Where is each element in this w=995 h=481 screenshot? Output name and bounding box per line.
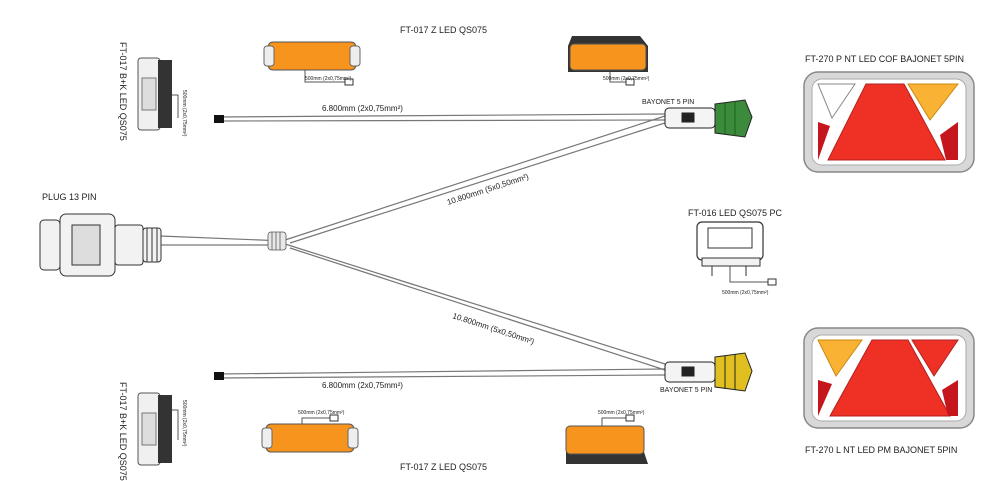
label-plate-lamp: FT-016 LED QS075 PC [688, 208, 783, 218]
bayonet-connector-top [664, 99, 753, 138]
label-lead-bottom-left: 500mm (2x0,75mm²) [298, 410, 345, 416]
label-bayonet-bottom: BAYONET 5 PIN [660, 387, 712, 394]
label-top-marker: FT-017 Z LED QS075 [400, 25, 487, 35]
rear-lamp-bottom [803, 327, 975, 429]
marker-lamp-top-left [263, 41, 361, 86]
side-marker-left-top [137, 57, 179, 131]
marker-lamp-bottom-right [565, 414, 648, 464]
label-bayonet-top: BAYONET 5 PIN [642, 99, 694, 106]
plate-lamp [696, 221, 777, 286]
label-cable-branch-bottom: 10.800mm (5x0,50mm²) [451, 311, 535, 346]
label-lead-top-left: 500mm (2x0,75mm²) [305, 76, 352, 82]
marker-lamp-bottom-left [261, 414, 359, 453]
rear-lamp-top [803, 71, 975, 173]
side-marker-left-bottom [137, 392, 179, 466]
marker-lamp-top-right [568, 36, 648, 86]
label-plug: PLUG 13 PIN [42, 192, 97, 202]
label-bottom-marker: FT-017 Z LED QS075 [400, 462, 487, 472]
cables [159, 113, 669, 379]
label-rear-lamp-bottom: FT-270 L NT LED PM BAJONET 5PIN [805, 445, 957, 455]
label-rear-lamp-top: FT-270 P NT LED COF BAJONET 5PIN [805, 54, 964, 64]
label-lead-bottom-right: 500mm (2x0,75mm²) [598, 410, 645, 416]
label-cable-bottom: 6.800mm (2x0,75mm²) [322, 381, 403, 390]
cable-end-top [214, 115, 224, 123]
label-lead-left-top: 500mm (2x0,75mm²) [181, 90, 187, 137]
label-left-top-marker: FT-017 B+K LED QS075 [118, 42, 128, 141]
trunk-sleeve [267, 231, 287, 251]
label-lead-plate: 500mm (2x0,75mm²) [722, 290, 769, 296]
bayonet-connector-bottom [664, 352, 753, 392]
label-lead-top-right: 500mm (2x0,75mm²) [603, 76, 650, 82]
cable-end-bottom [214, 372, 224, 380]
label-cable-top: 6.800mm (2x0,75mm²) [322, 104, 403, 113]
label-lead-left-bottom: 500mm (2x0,75mm²) [181, 400, 187, 447]
plug-13-pin [39, 213, 162, 277]
label-left-bottom-marker: FT-017 B+K LED QS075 [118, 382, 128, 481]
